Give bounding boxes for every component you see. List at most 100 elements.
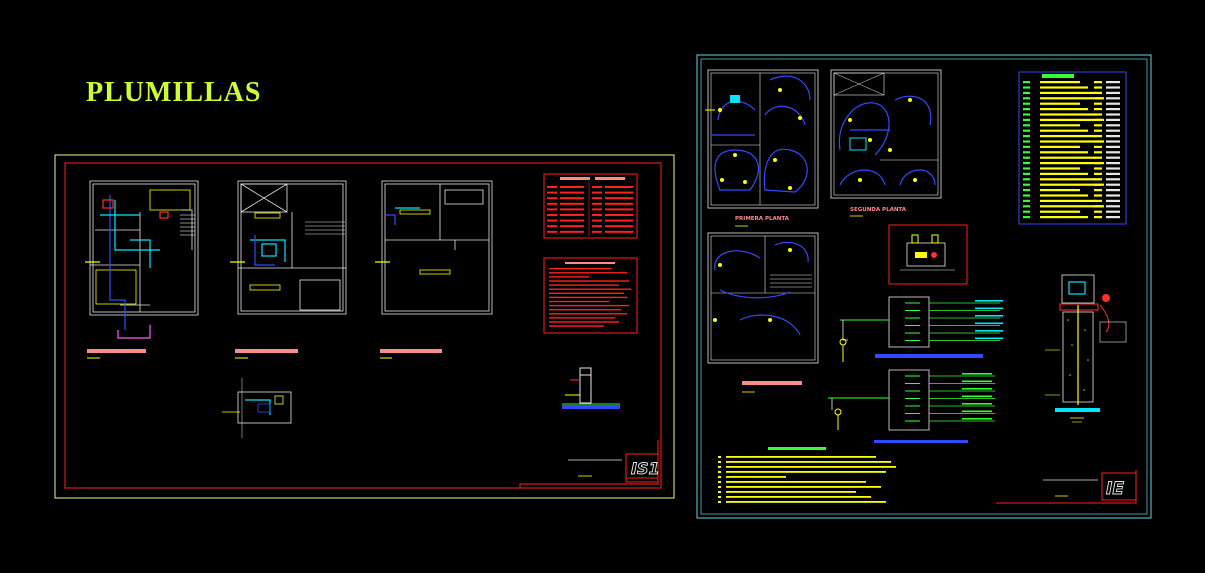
right-legend-symbol — [1023, 156, 1030, 159]
right-legend-unit — [1094, 145, 1102, 148]
legend-text-line — [560, 225, 584, 228]
right-legend-symbol — [1023, 199, 1030, 202]
right-legend-unit — [1094, 81, 1102, 84]
right-plan-tercera — [707, 232, 819, 364]
circuit-label-line — [975, 315, 1003, 317]
right-single-line-diagram-1 — [839, 296, 1003, 362]
legend-symbol — [592, 191, 602, 194]
right-legend-qty — [1106, 156, 1120, 159]
note-text-line — [549, 272, 627, 274]
right-legend-qty — [1106, 216, 1120, 219]
left-sheet-inner-border — [64, 162, 662, 489]
right-legend-text-line — [1040, 108, 1088, 111]
right-legend-unit — [1094, 189, 1102, 192]
right-legend-unit — [1094, 172, 1102, 175]
right-legend-qty — [1106, 189, 1120, 192]
left-sheet: IS1 — [54, 154, 675, 499]
left-detail-plan — [222, 378, 292, 438]
left-notes-box — [543, 257, 638, 334]
right-legend-unit — [1094, 102, 1102, 105]
right-sheet-inner-border — [700, 58, 1148, 515]
right-sheet-outer-border — [696, 54, 1152, 519]
right-notes-rows — [718, 456, 896, 503]
left-plan-2-label-bar — [235, 349, 298, 353]
circuit-label-line — [975, 322, 1003, 325]
right-legend-unit — [1094, 205, 1102, 208]
right-legend-text-line — [1040, 172, 1088, 175]
legend-symbol — [547, 219, 557, 222]
legend-symbol — [547, 197, 557, 200]
right-note-text-line — [726, 496, 871, 498]
legend-text-line — [560, 202, 584, 205]
right-legend-text-line — [1040, 194, 1088, 197]
left-floor-plan-1 — [89, 180, 199, 316]
right-legend-text-line — [1040, 167, 1080, 170]
right-legend-qty — [1106, 97, 1120, 100]
note-text-line — [549, 268, 611, 270]
drawing-title: PLUMILLAS — [86, 77, 261, 108]
right-legend-qty — [1106, 118, 1120, 121]
note-text-line — [549, 325, 604, 327]
right-legend-qty — [1106, 135, 1120, 138]
right-legend-text-line — [1040, 199, 1096, 202]
circuit-label-line — [975, 330, 1003, 332]
right-legend-symbol — [1023, 108, 1030, 111]
right-legend-unit — [1094, 129, 1102, 132]
right-legend-text-line — [1040, 124, 1080, 127]
right-note-bullet — [718, 471, 721, 473]
right-legend-qty — [1106, 124, 1120, 127]
right-legend-text-line — [1040, 216, 1088, 219]
right-legend-qty — [1106, 108, 1120, 111]
right-plan-3-label-bar — [742, 381, 802, 385]
right-note-text-line — [726, 471, 886, 473]
right-legend-symbol — [1023, 113, 1030, 116]
left-legend-table — [543, 173, 638, 239]
legend-symbol — [592, 225, 602, 228]
right-note-bullet — [718, 466, 721, 468]
right-legend-qty — [1106, 194, 1120, 197]
right-legend-symbol — [1023, 167, 1030, 170]
legend-text-line — [560, 191, 584, 194]
right-legend-symbol — [1023, 216, 1030, 219]
right-legend-text-line — [1040, 135, 1096, 138]
right-legend-qty — [1106, 81, 1120, 84]
left-sheet-code: IS1 — [631, 459, 660, 478]
legend-text-line — [560, 197, 584, 200]
right-legend-symbol — [1023, 135, 1030, 138]
right-grounding-well-detail — [1045, 274, 1127, 423]
right-legend-qty — [1106, 145, 1120, 148]
right-meter-detail — [888, 224, 968, 285]
right-legend-symbol — [1023, 86, 1030, 89]
left-column-detail — [562, 367, 620, 409]
right-legend-unit — [1094, 183, 1102, 186]
right-legend-symbol — [1023, 124, 1030, 127]
right-note-text-line — [726, 461, 891, 463]
right-legend-text-line — [1040, 145, 1080, 148]
right-legend-qty — [1106, 140, 1120, 143]
right-legend-symbol — [1023, 118, 1030, 121]
right-plan-label-primera: PRIMERA PLANTA — [735, 216, 790, 222]
note-text-line — [549, 317, 615, 319]
right-legend-unit — [1094, 151, 1102, 154]
right-legend-symbol — [1023, 194, 1030, 197]
circuit-label-line — [962, 380, 992, 383]
right-legend-text-line — [1040, 102, 1080, 105]
right-legend-unit — [1094, 86, 1102, 89]
legend-symbol — [592, 230, 602, 233]
left-title-block: IS1 — [519, 440, 660, 488]
legend-text-line — [605, 208, 633, 211]
left-floor-plan-3-pipes — [375, 207, 420, 263]
right-legend-unit — [1094, 156, 1102, 159]
right-legend-symbol — [1023, 172, 1030, 175]
right-legend-unit — [1094, 162, 1102, 165]
right-legend-symbol — [1023, 178, 1030, 181]
note-text-line — [549, 296, 627, 299]
legend-symbol — [592, 208, 602, 211]
legend-symbol — [592, 186, 602, 188]
circuit-label-line — [975, 300, 1003, 302]
right-legend-text-line — [1040, 156, 1096, 159]
right-note-bullet — [718, 496, 721, 498]
right-legend-symbol — [1023, 140, 1030, 143]
circuit-label-line — [975, 307, 1003, 310]
circuit-label-line — [962, 388, 992, 390]
